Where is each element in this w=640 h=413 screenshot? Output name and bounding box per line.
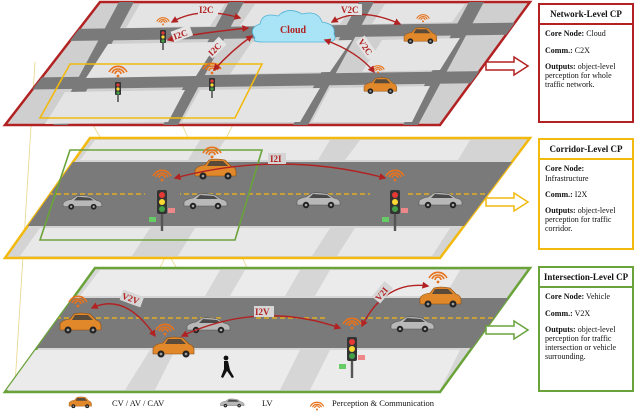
outputs-value: object-level perception for traffic corr…	[545, 205, 616, 234]
panel-corridor: Corridor-Level CP Core Node:Infrastructu…	[538, 138, 634, 250]
intersection-layer: V2V I2V V2I	[2, 266, 533, 394]
link-label: V2C	[341, 5, 359, 15]
pedestrian-icon	[221, 355, 234, 378]
comm-label: Comm.:	[545, 189, 573, 199]
panel-title: Network-Level CP	[540, 5, 632, 26]
legend-perception-label: Perception & Communication	[332, 398, 434, 408]
core-node-label: Core Node:	[545, 29, 585, 39]
outputs-value: object-level perception for traffic inte…	[545, 324, 617, 362]
panel-network: Network-Level CP Core Node: Cloud Comm.:…	[538, 3, 634, 123]
outputs-value: object-level perception for whole traffi…	[545, 61, 616, 90]
network-layer: Cloud I2C I2C I2C V2C V2C	[2, 0, 533, 127]
cloud-label: Cloud	[280, 25, 307, 36]
link-label: I2V	[255, 307, 270, 317]
panel-title: Intersection-Level CP	[540, 268, 632, 289]
comm-label: Comm.:	[545, 308, 573, 318]
link-label: I2I	[270, 154, 282, 164]
arrow-intersection	[485, 319, 530, 341]
core-node-label: Core Node:	[545, 164, 585, 174]
link-label: I2C	[199, 5, 214, 15]
panel-title: Corridor-Level CP	[540, 140, 632, 161]
core-node-label: Core Node:	[545, 292, 585, 302]
core-node-value: Cloud	[586, 29, 606, 39]
arrow-network	[485, 55, 530, 77]
arrow-corridor	[485, 191, 530, 213]
legend-cav-label: CV / AV / CAV	[112, 398, 165, 408]
comm-label: Comm.:	[545, 45, 573, 55]
comm-value: I2X	[574, 189, 588, 199]
outputs-label: Outputs:	[545, 61, 576, 71]
core-node-value: Infrastructure	[545, 173, 589, 183]
comm-value: V2X	[574, 308, 591, 318]
link-label: I2C	[172, 27, 189, 41]
panel-intersection: Intersection-Level CP Core Node: Vehicle…	[538, 266, 634, 392]
outputs-label: Outputs:	[545, 205, 576, 215]
panel-arrows	[485, 55, 530, 341]
core-node-value: Vehicle	[586, 292, 611, 302]
corridor-layer: I2I	[2, 136, 533, 260]
legend-lv-label: LV	[262, 398, 273, 408]
comm-value: C2X	[574, 45, 590, 55]
outputs-label: Outputs:	[545, 324, 576, 334]
legend: CV / AV / CAV LV Perception & Communicat…	[0, 396, 640, 413]
